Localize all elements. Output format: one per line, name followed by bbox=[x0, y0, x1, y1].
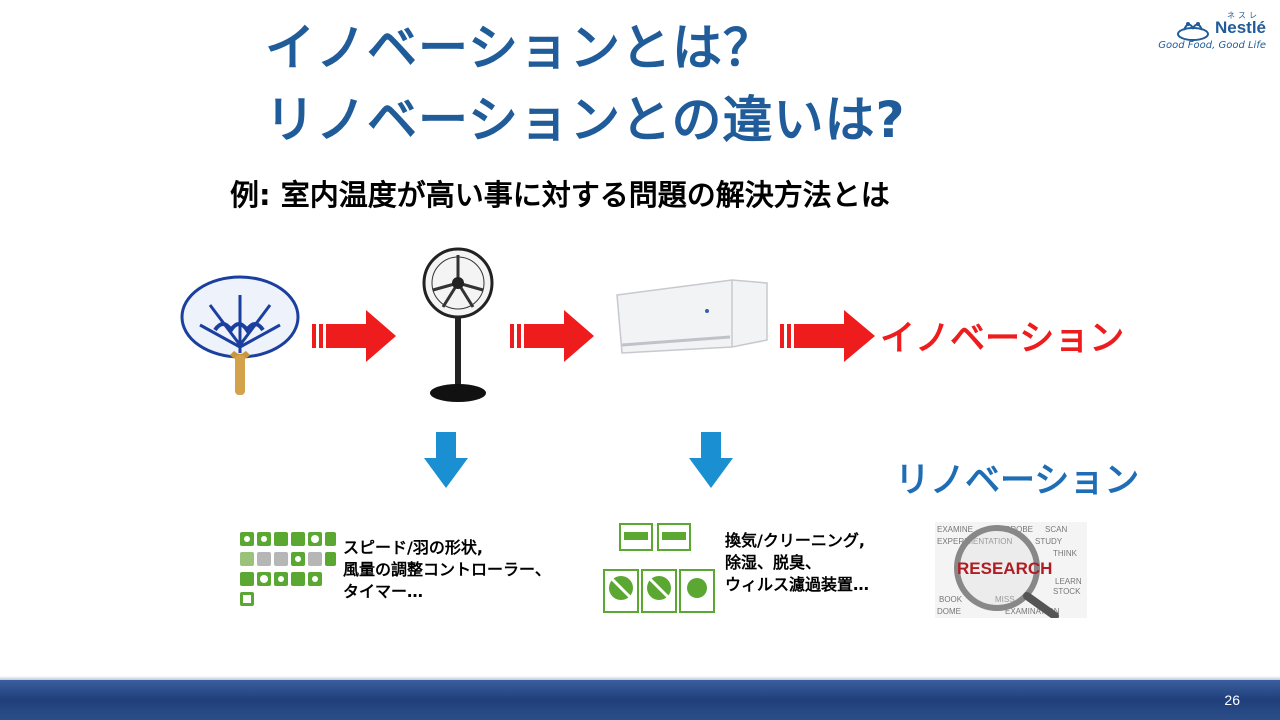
slide-title-line-2: リノベーションとの違いは? bbox=[265, 91, 906, 149]
research-word: EXPERIMENTATION bbox=[937, 537, 1012, 546]
research-magnifier-image: EXAMINE PROBE SCAN EXPERIMENTATION STUDY… bbox=[935, 522, 1087, 618]
logo-brand: Nestlé bbox=[1214, 18, 1266, 37]
nest-birds-icon bbox=[1177, 22, 1209, 41]
page-number: 26 bbox=[1224, 692, 1240, 708]
ac-feature-line: 除湿、脱臭、 bbox=[725, 553, 822, 572]
research-word: THINK bbox=[1053, 549, 1078, 558]
red-arrow-1 bbox=[312, 310, 396, 362]
slide-subtitle: 例: 室内温度が高い事に対する問題の解決方法とは bbox=[230, 178, 890, 212]
research-word: PROBE bbox=[1005, 525, 1033, 534]
fan-features-note: スピード/羽の形状, 風量の調整コントローラー、 タイマー… bbox=[343, 537, 551, 603]
research-word: SCAN bbox=[1045, 525, 1067, 534]
research-word: STOCK bbox=[1053, 587, 1081, 596]
ac-feature-icons bbox=[603, 523, 715, 613]
research-word: MISS bbox=[995, 595, 1015, 604]
research-word: BOOK bbox=[939, 595, 963, 604]
research-word: STUDY bbox=[1035, 537, 1063, 546]
slide-title-line-1: イノベーションとは？ bbox=[265, 19, 774, 77]
research-main-word: RESEARCH bbox=[957, 559, 1052, 578]
logo-tagline: Good Food, Good Life bbox=[1158, 40, 1266, 51]
research-word: EXAMINE bbox=[937, 525, 973, 534]
footer-bar bbox=[0, 680, 1280, 720]
fan-feature-line: スピード/羽の形状, bbox=[343, 538, 483, 557]
nestle-logo: ネスレ Nestlé Good Food, Good Life bbox=[1158, 10, 1266, 54]
research-word: EXAMINATION bbox=[1005, 607, 1060, 616]
logo-kana: ネスレ bbox=[1227, 11, 1260, 20]
ac-features-note: 換気/クリーニング, 除湿、脱臭、 ウィルス濾過装置… bbox=[725, 530, 869, 596]
ac-feature-line: 換気/クリーニング, bbox=[725, 531, 865, 550]
fan-feature-line: 風量の調整コントローラー、 bbox=[343, 560, 551, 579]
blue-arrow-down-1 bbox=[424, 432, 468, 488]
research-word: LEARN bbox=[1055, 577, 1082, 586]
research-word: DOME bbox=[937, 607, 961, 616]
red-arrow-3 bbox=[780, 310, 875, 362]
air-conditioner-icon bbox=[616, 279, 768, 354]
standing-fan-icon bbox=[422, 247, 494, 402]
fan-feature-line: タイマー… bbox=[343, 582, 424, 601]
blue-arrow-down-2 bbox=[689, 432, 733, 488]
footer-fade bbox=[0, 676, 1280, 682]
ac-feature-line: ウィルス濾過装置… bbox=[725, 575, 870, 594]
red-arrow-2 bbox=[510, 310, 594, 362]
renovation-label: リノベーション bbox=[895, 461, 1140, 501]
innovation-label: イノベーション bbox=[880, 319, 1125, 359]
fan-control-icons bbox=[240, 532, 336, 606]
uchiwa-fan-icon bbox=[180, 275, 300, 395]
